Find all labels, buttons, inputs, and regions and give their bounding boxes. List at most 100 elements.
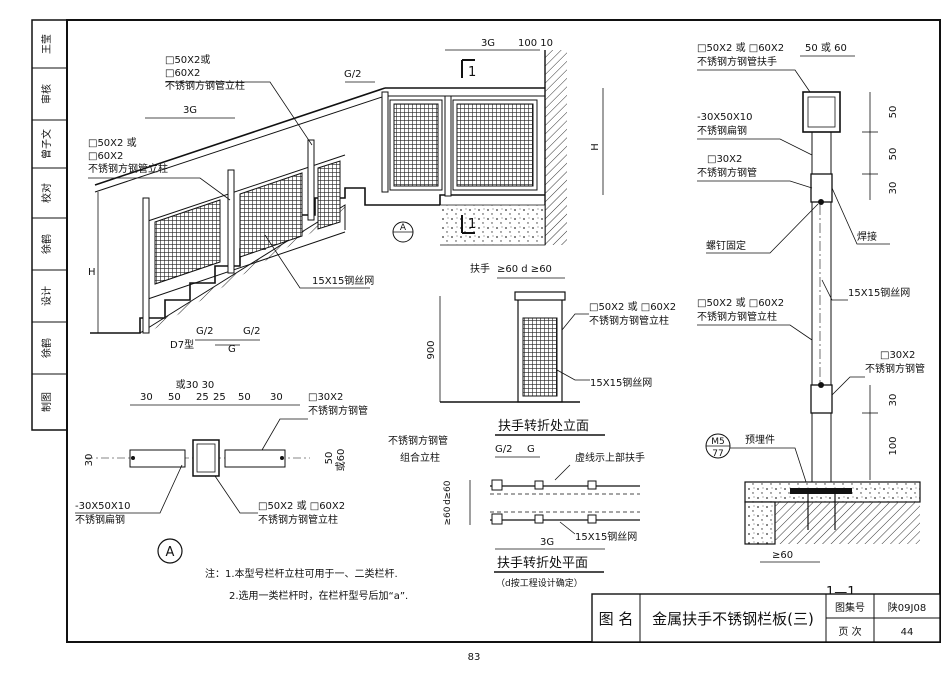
sec-flat-bar-name: 不锈钢扁钢 (697, 124, 747, 137)
plan-dashed-note: 虚线示上部扶手 (575, 451, 645, 464)
notes: 注：1.本型号栏杆立柱可用于一、二类栏杆. 2.选用一类栏杆时，在栏杆型号后加“… (205, 567, 408, 602)
sign-column (31, 19, 68, 431)
sec-dim-top: 50 或 60 (805, 42, 847, 54)
section-mark-bottom: 1 (468, 217, 476, 232)
sec-mortar: M5 (711, 437, 725, 447)
stair-dim-h-right: H (590, 143, 601, 151)
sign-cell-7: 制图 (40, 392, 53, 412)
detail-a-post-name: 不锈钢方钢管立柱 (258, 513, 338, 526)
elev-dim-900: 900 (426, 340, 437, 359)
stair-elevation: 3G 3G 100 10 G/2 H H 1 1 A □50X2或 □60X2 … (88, 38, 604, 355)
detail-a-dim-right: 50 (324, 452, 335, 465)
sec-mesh: 15X15钢丝网 (848, 286, 910, 299)
plan-mesh: 15X15钢丝网 (575, 530, 637, 543)
stair-dim-3g-left: 3G (183, 105, 197, 116)
sec-embed: 预埋件 (745, 434, 775, 446)
page-number: 83 (468, 652, 481, 663)
detail-a-dim-4: 25 (213, 392, 226, 403)
sign-cell-0: 王莹 (41, 34, 53, 54)
atlas-value: 陕09J08 (888, 601, 926, 614)
stair-bottom-g2-a: G/2 (196, 326, 213, 337)
plan-dim-3g: 3G (540, 537, 554, 548)
plan-subtitle: （d按工程设计确定） (496, 577, 583, 589)
elev-mesh: 15X15钢丝网 (590, 376, 652, 389)
turn-elevation: 扶手 ≥60 d ≥60 900 □50X2 或 □60X2 不锈钢方钢管立柱 … (426, 262, 676, 436)
sec-bolt: 螺钉固定 (706, 239, 746, 252)
sign-cell-4: 徐鹤 (40, 234, 53, 254)
stair-dim-h-left: H (88, 267, 96, 278)
sec-tube30: □30X2 (707, 154, 742, 165)
sign-column-rows (32, 67, 67, 375)
detail-a: 或30 30 30 50 25 25 50 30 30 50 或60 □30X2… (75, 379, 368, 564)
elev-post-name: 不锈钢方钢管立柱 (589, 314, 669, 327)
title-label: 图 名 (599, 610, 634, 628)
drawing-title: 金属扶手不锈钢栏板(三) (652, 610, 814, 628)
section-mark-top: 1 (468, 65, 476, 80)
sec-dim-r0: 50 (888, 106, 899, 119)
sign-cell-5: 设计 (40, 286, 53, 306)
elev-handrail: 扶手 (470, 262, 490, 275)
elev-title: 扶手转折处立面 (498, 419, 589, 434)
elev-dim-top: ≥60 d ≥60 (497, 264, 552, 275)
detail-a-dim-5: 50 (238, 392, 251, 403)
stair-post-note-2: □60X2 (165, 68, 200, 79)
detail-a-bubble: A (400, 223, 407, 233)
detail-a-flat-bar-name: 不锈钢扁钢 (75, 513, 125, 526)
sign-cell-6: 徐鹤 (40, 338, 53, 358)
sec-tube30-name: 不锈钢方钢管 (697, 166, 757, 179)
plan-dim-left-a: ≥60 (443, 480, 453, 499)
sec-tube30b: □30X2 (880, 350, 915, 361)
detail-a-symbol: A (166, 545, 175, 560)
sec-dim-r1: 50 (888, 148, 899, 161)
sign-cell-1: 审核 (40, 84, 53, 104)
turn-plan: 不锈钢方钢管 组合立柱 G/2 G 虚线示上部扶手 ≥60 d ≥60 15X1… (388, 434, 645, 589)
elev-post: □50X2 或 □60X2 (589, 301, 676, 313)
note-2: 2.选用一类栏杆时，在栏杆型号后加“a”. (229, 589, 408, 602)
plan-post-name: 组合立柱 (400, 451, 440, 464)
detail-a-dim-2: 50 (168, 392, 181, 403)
sec-dim-r2: 30 (888, 182, 899, 195)
sign-column-text: 王莹 审核 曾子文 校对 徐鹤 设计 徐鹤 制图 (40, 34, 53, 412)
detail-a-tube: □30X2 (308, 392, 343, 403)
sec-dim-r3: 30 (888, 394, 899, 407)
note-1: 注：1.本型号栏杆立柱可用于一、二类栏杆. (205, 567, 398, 580)
sec-post: □50X2 或 □60X2 (697, 297, 784, 309)
stair-dim-g2: G/2 (344, 69, 361, 80)
sec-top-tube-name: 不锈钢方钢管扶手 (697, 55, 777, 68)
section-1-1: □50X2 或 □60X2 不锈钢方钢管扶手 50 或 60 50 50 30 … (697, 42, 925, 601)
sec-dim-r4: 100 (888, 436, 899, 455)
stair-left-note-2: □60X2 (88, 151, 123, 162)
sec-top-tube: □50X2 或 □60X2 (697, 42, 784, 54)
stair-dim-100-10: 100 10 (518, 38, 553, 49)
sign-cell-3: 校对 (40, 183, 53, 203)
stair-post-note-3: 不锈钢方钢管立柱 (165, 79, 245, 92)
detail-a-dim-0: 或30 30 (176, 379, 215, 391)
detail-a-flat-bar: -30X50X10 (75, 501, 130, 512)
stair-left-note-1: □50X2 或 (88, 137, 137, 149)
plan-post: 不锈钢方钢管 (388, 434, 448, 447)
atlas-label: 图集号 (835, 601, 865, 614)
detail-a-dim-1: 30 (140, 392, 153, 403)
sign-cell-2: 曾子文 (40, 129, 53, 159)
sec-weld: 焊接 (857, 230, 877, 243)
sec-post-name: 不锈钢方钢管立柱 (697, 310, 777, 323)
detail-a-dim-6: 30 (270, 392, 283, 403)
stair-bottom-g2-b: G/2 (243, 326, 260, 337)
plan-dim-left-b: d (443, 499, 453, 505)
plan-title: 扶手转折处平面 (497, 556, 588, 571)
detail-a-tube-name: 不锈钢方钢管 (308, 404, 368, 417)
plan-dim-left-c: ≥60 (443, 506, 453, 525)
plan-dim-g: G (527, 444, 535, 455)
detail-a-dim-right-b: 或60 (335, 449, 347, 472)
sec-dim-bottom: ≥60 (772, 550, 793, 561)
stair-post-note-1: □50X2或 (165, 54, 210, 66)
stair-bottom-g: G (228, 344, 236, 355)
detail-a-dim-left: 30 (84, 454, 95, 467)
stair-type-label: D7型 (170, 338, 194, 351)
page-value: 44 (901, 627, 914, 638)
title-block: 图 名 金属扶手不锈钢栏板(三) 图集号 陕09J08 页 次 44 (591, 593, 941, 643)
stair-dim-3g-top: 3G (481, 38, 495, 49)
plan-dim-g2: G/2 (495, 444, 512, 455)
detail-a-post: □50X2 或 □60X2 (258, 500, 345, 512)
